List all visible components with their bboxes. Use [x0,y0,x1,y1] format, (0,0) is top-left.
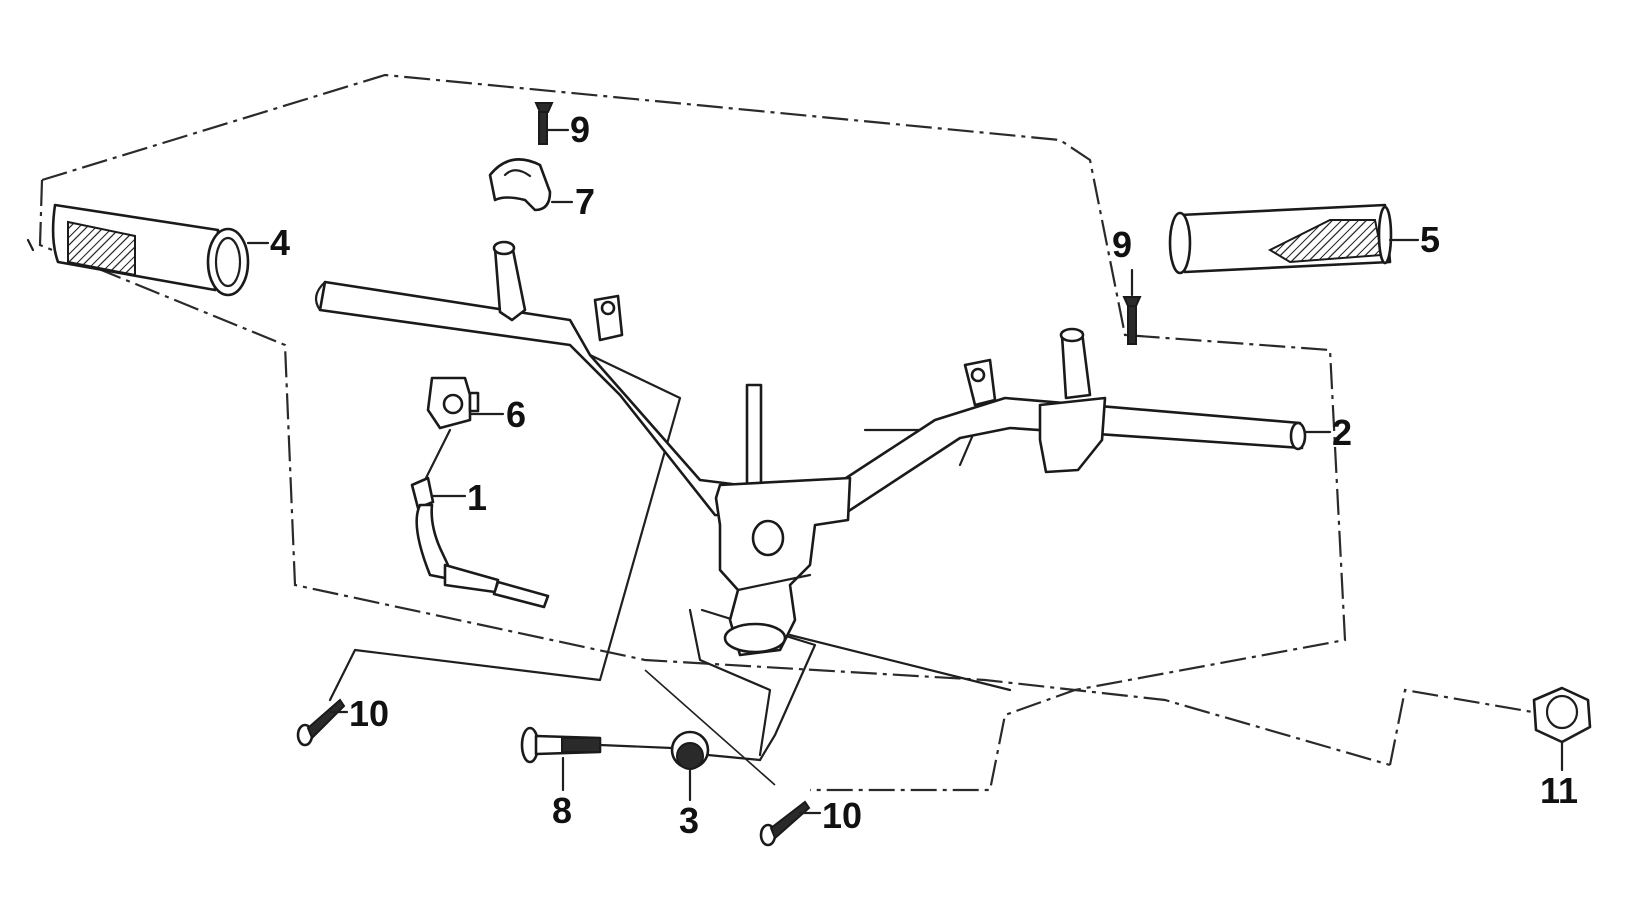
callout-7: 7 [575,181,595,222]
handlebar-pipe [314,280,1307,657]
screw-right [1122,296,1142,345]
callout-10-bottom: 10 [822,795,862,836]
clamp-upper [488,158,552,212]
callout-10-left: 10 [349,693,389,734]
callout-5: 5 [1420,219,1440,260]
cable-holder [426,376,480,430]
throttle-cable [410,428,550,609]
callout-8: 8 [552,790,572,831]
right-grip [1168,203,1393,275]
callout-11: 11 [1540,770,1578,811]
left-switch-clamp [492,240,624,342]
callout-9-right: 9 [1112,224,1132,265]
hex-nut [1532,686,1592,744]
cap-nut [598,730,762,770]
callout-1: 1 [467,477,487,518]
callout-9-top: 9 [570,109,590,150]
callout-3: 3 [679,800,699,841]
screw-top [534,102,554,145]
long-bolt [520,726,602,764]
leader-lines [246,128,1564,815]
left-grip [26,203,250,297]
callout-6: 6 [506,394,526,435]
right-switch-clamp [963,327,1107,474]
bolt-bottom [759,800,811,847]
callout-4: 4 [270,222,290,263]
bolt-left [296,698,346,747]
callout-2: 2 [1332,412,1352,453]
